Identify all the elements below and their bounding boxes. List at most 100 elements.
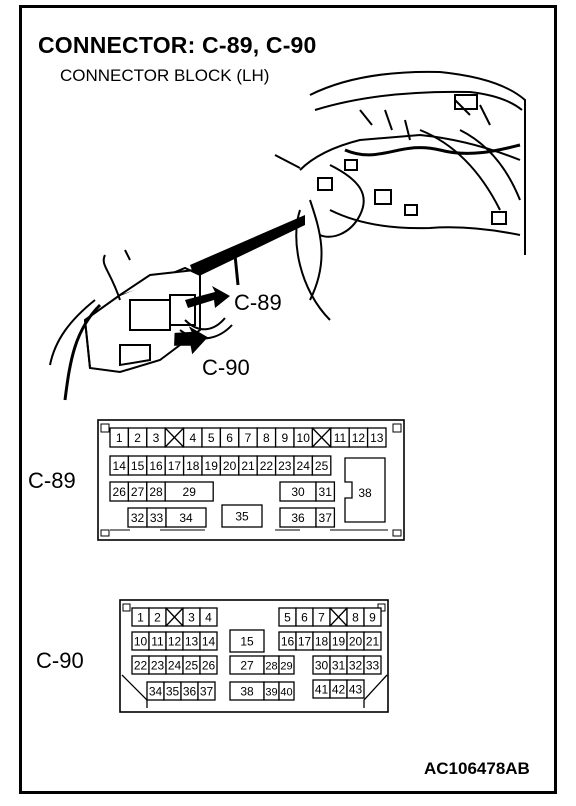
c90-pin-15 [229,629,265,653]
c90-pin-4-label: 4 [205,611,212,625]
c89-pin-6-label: 6 [226,431,233,445]
page-subtitle: CONNECTOR BLOCK (LH) [60,66,270,85]
c89-pin-24-label: 24 [297,459,311,473]
c89-pin-38 [344,457,386,523]
c89-pin-18-label: 18 [186,459,200,473]
c90-pin-6-label: 6 [301,611,308,625]
c89-pin-9-label: 9 [281,431,288,445]
c90-pin-29-label: 29 [280,661,292,673]
c90-pin-33 [363,655,382,675]
c89-pin-28-label: 28 [149,485,163,499]
c90-pin-43-label: 43 [349,683,363,697]
c90-pin-36-label: 36 [183,685,197,699]
c89-pin-26-label: 26 [113,485,127,499]
c89-pin-35 [221,504,263,528]
c89-pin-7-label: 7 [245,431,252,445]
c89-pin-1-label: 1 [116,431,123,445]
c89-pin-22-label: 22 [260,459,274,473]
figure-id: AC106478AB [424,759,530,778]
c89-pin-17-label: 17 [168,459,182,473]
c90-pin-40 [278,681,295,701]
c90-pin-9 [363,607,382,627]
c89-pin-13 [366,427,387,448]
c90-pin-2-label: 2 [154,611,161,625]
c89-pin-2-label: 2 [134,431,141,445]
c89-pin-33-label: 33 [150,511,164,525]
c89-pin-31-label: 31 [319,485,333,499]
c90-pin-7-label: 7 [318,611,325,625]
connector-c90-label: C-90 [36,648,84,673]
c90-pin-38-label: 38 [240,685,254,699]
c90-pin-1-label: 1 [137,611,144,625]
callout-c90: C-90 [202,355,250,380]
c89-pin-37-label: 37 [319,511,333,525]
c89-pin-4-label: 4 [189,431,196,445]
c89-pin-29-label: 29 [183,485,197,499]
c90-pin-15-label: 15 [240,635,254,649]
c90-pin-5-label: 5 [284,611,291,625]
c90-pin-14 [199,631,218,651]
c90-pin-39-label: 39 [265,687,277,699]
page-title: CONNECTOR: C-89, C-90 [38,32,317,58]
c90-pin-13-label: 13 [185,635,199,649]
c90-pin-29 [278,655,295,675]
c89-pin-29 [164,481,214,502]
c90-pin-3-label: 3 [188,611,195,625]
c89-pin-38-label: 38 [358,486,372,500]
c90-pin-37-label: 37 [200,685,214,699]
c89-pin-15-label: 15 [131,459,145,473]
c90-pin-9-label: 9 [369,611,376,625]
diagram-frame [19,5,557,794]
c89-pin-16-label: 16 [149,459,163,473]
c90-pin-37 [197,681,216,701]
c90-pin-11-label: 11 [151,635,164,649]
c90-pin-31-label: 31 [332,659,346,673]
c90-pin-34-label: 34 [149,685,163,699]
c89-pin-35-label: 35 [235,510,249,524]
c89-pin-3-label: 3 [153,431,160,445]
c90-pin-26-label: 26 [202,659,216,673]
c90-pin-40-label: 40 [280,687,292,699]
c89-pin-10-label: 10 [297,431,311,445]
c89-pin-5-label: 5 [208,431,215,445]
c89-pin-25 [311,455,332,476]
callout-c89: C-89 [234,290,282,315]
c90-pin-35-label: 35 [166,685,180,699]
c90-pin-41-label: 41 [315,683,329,697]
c90-pin-30-label: 30 [315,659,329,673]
c89-pin-36-label: 36 [291,511,305,525]
c90-pin-43 [346,679,365,699]
c89-pin-20-label: 20 [223,459,237,473]
c90-pin-25-label: 25 [185,659,199,673]
c89-pin-14-label: 14 [113,459,127,473]
connector-c89-label: C-89 [28,468,76,493]
c89-pin-34 [165,507,207,528]
c89-pin-23-label: 23 [278,459,292,473]
c90-pin-26 [199,655,218,675]
c90-pin-8-label: 8 [352,611,359,625]
c90-pin-19-label: 19 [332,635,346,649]
c89-pin-11-label: 11 [334,431,347,445]
c90-pin-32-label: 32 [349,659,363,673]
c90-pin-20-label: 20 [349,635,363,649]
c90-pin-18-label: 18 [315,635,329,649]
c90-pin-4 [199,607,218,627]
c89-pin-12-label: 12 [352,431,366,445]
c90-pin-33-label: 33 [366,659,380,673]
c90-pin-17-label: 17 [298,635,312,649]
connector-illustration [49,70,526,401]
c90-pin-23-label: 23 [151,659,165,673]
c89-pin-19-label: 19 [205,459,219,473]
c89-pin-30-label: 30 [291,485,305,499]
c89-pin-32-label: 32 [131,511,145,525]
c89-pin-21-label: 21 [241,459,255,473]
c90-pin-21-label: 21 [366,635,380,649]
c90-pin-42-label: 42 [332,683,346,697]
c89-pin-25-label: 25 [315,459,329,473]
c90-pin-27-label: 27 [240,659,254,673]
c90-pin-12-label: 12 [168,635,182,649]
c89-pin-8-label: 8 [263,431,270,445]
c89-pin-34-label: 34 [179,511,193,525]
c90-pin-28-label: 28 [265,661,277,673]
